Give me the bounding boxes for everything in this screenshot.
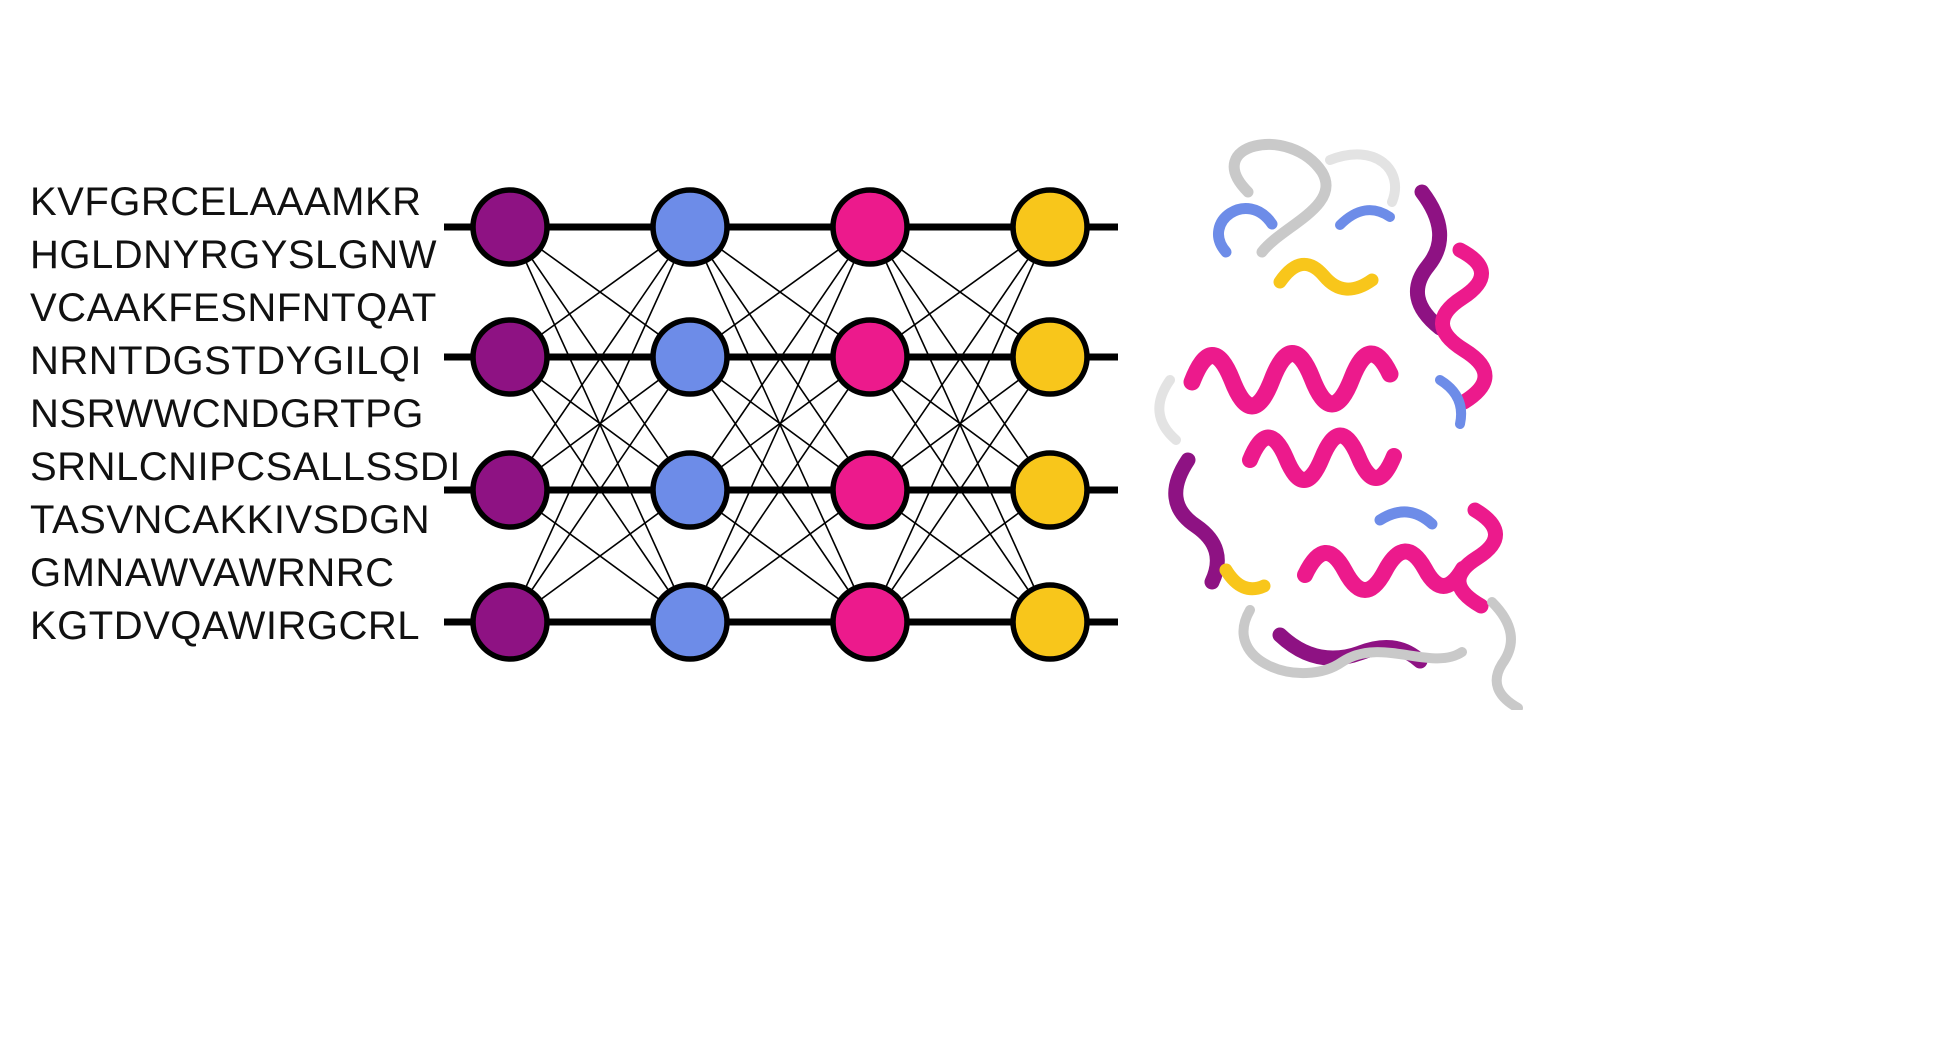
network-svg bbox=[444, 187, 1118, 662]
protein-structure-illustration bbox=[1130, 130, 1570, 710]
protein-sequence-block: KVFGRCELAAAMKR HGLDNYRGYSLGNW VCAAKFESNF… bbox=[30, 176, 461, 653]
hidden-layer-2-node bbox=[830, 317, 910, 397]
input-layer-node bbox=[470, 582, 550, 662]
sequence-line: SRNLCNIPCSALLSSDI bbox=[30, 445, 461, 489]
ribbon-strand bbox=[1435, 375, 1466, 429]
ribbon-strand bbox=[1213, 203, 1278, 258]
hidden-layer-2-node bbox=[830, 187, 910, 267]
sequence-line: GMNAWVAWRNRC bbox=[30, 551, 395, 595]
neural-network-diagram bbox=[440, 160, 1130, 690]
input-layer-node bbox=[470, 317, 550, 397]
hidden-layer-2-node bbox=[830, 450, 910, 530]
ribbon-helix bbox=[1451, 502, 1503, 614]
sequence-line: KGTDVQAWIRGCRL bbox=[30, 604, 420, 648]
output-layer-node bbox=[1010, 450, 1090, 530]
input-layer-node bbox=[470, 450, 550, 530]
output-layer-node bbox=[1010, 317, 1090, 397]
protein-svg bbox=[1154, 138, 1523, 710]
input-layer-node bbox=[470, 187, 550, 267]
ribbon-helix bbox=[1297, 543, 1471, 598]
ribbon-strand bbox=[1335, 205, 1395, 230]
connection-line bbox=[869, 226, 1051, 623]
ribbon-loop bbox=[1154, 375, 1181, 445]
ribbon-helix bbox=[1183, 345, 1399, 415]
output-layer-node bbox=[1010, 582, 1090, 662]
hidden-layer-1-node bbox=[650, 450, 730, 530]
sequence-line: NSRWWCNDGRTPG bbox=[30, 392, 424, 436]
sequence-line: HGLDNYRGYSLGNW bbox=[30, 233, 438, 277]
sequence-line: KVFGRCELAAAMKR bbox=[30, 180, 422, 224]
connection-line bbox=[689, 226, 871, 623]
ribbon-helix bbox=[1410, 184, 1448, 336]
ribbon-strand bbox=[1273, 258, 1379, 296]
ribbon-helix bbox=[1435, 242, 1493, 410]
sequence-line: NRNTDGSTDYGILQI bbox=[30, 339, 422, 383]
sequence-line: VCAAKFESNFNTQAT bbox=[30, 286, 437, 330]
hidden-layer-1-node bbox=[650, 187, 730, 267]
ribbon-helix bbox=[1242, 427, 1402, 488]
hidden-layer-2-node bbox=[830, 582, 910, 662]
hidden-layer-1-node bbox=[650, 582, 730, 662]
ribbon-strand bbox=[1374, 506, 1438, 530]
sequence-line: TASVNCAKKIVSDGN bbox=[30, 498, 431, 542]
ribbon-loop bbox=[1238, 605, 1467, 679]
connection-line bbox=[509, 226, 691, 623]
ribbon-loop bbox=[1325, 149, 1401, 207]
ribbon-strand bbox=[1219, 563, 1271, 596]
hidden-layer-1-node bbox=[650, 317, 730, 397]
ribbon-loop bbox=[1228, 138, 1332, 258]
output-layer-node bbox=[1010, 187, 1090, 267]
ribbon-helix bbox=[1168, 452, 1225, 590]
ribbon-loop bbox=[1487, 597, 1523, 710]
